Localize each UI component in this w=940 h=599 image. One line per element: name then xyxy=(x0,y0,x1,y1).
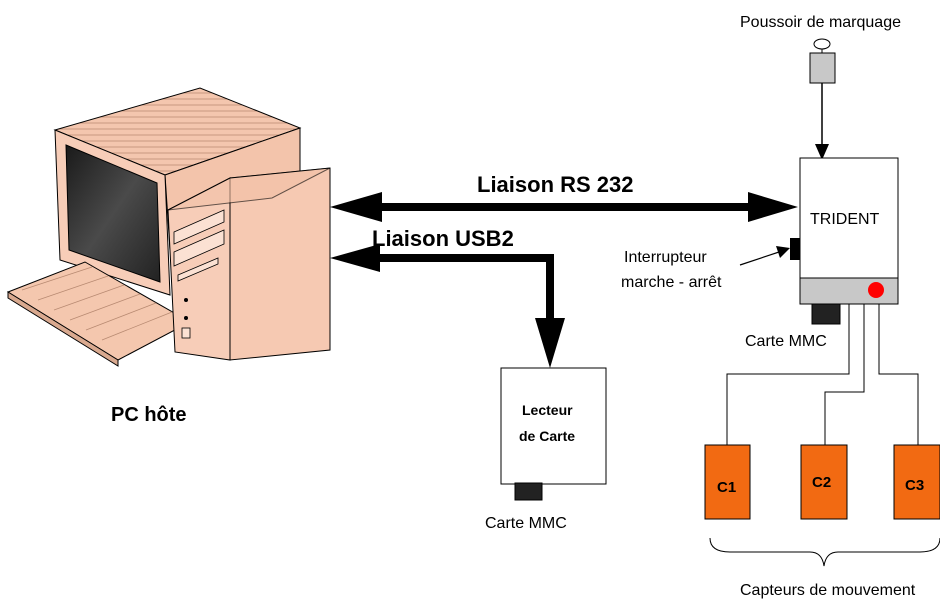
memory-card-icon xyxy=(514,482,543,501)
desktop-computer-icon xyxy=(6,87,331,367)
sensor-cables xyxy=(726,304,919,445)
usb2-link-label: Liaison USB2 xyxy=(372,226,514,251)
sensor-c3: C3 xyxy=(893,444,940,520)
usb2-link-arrow xyxy=(330,244,565,368)
switch-pointer-arrow xyxy=(739,246,790,266)
card-reader-box xyxy=(500,367,607,485)
sensor-label: C2 xyxy=(812,474,831,491)
sensors-brace xyxy=(709,537,940,567)
sensor-label: C1 xyxy=(717,479,736,496)
marking-button-label: Poussoir de marquage xyxy=(740,14,901,31)
rs232-link-arrow xyxy=(330,192,798,222)
motion-sensors-label: Capteurs de mouvement xyxy=(740,582,916,599)
indicator-led xyxy=(868,282,884,298)
pc-host-label: PC hôte xyxy=(111,404,187,426)
sensor-c1: C1 xyxy=(704,444,751,520)
reader-mmc-card-label: Carte MMC xyxy=(485,515,567,532)
push-button-icon xyxy=(809,38,836,84)
rs232-link-label: Liaison RS 232 xyxy=(477,172,634,197)
power-switch xyxy=(790,238,800,260)
button-to-trident-arrow xyxy=(815,83,829,160)
card-reader-label-line1: Lecteur xyxy=(522,402,573,418)
sensor-label: C3 xyxy=(905,477,924,494)
trident-label: TRIDENT xyxy=(810,211,880,228)
trident-box xyxy=(799,157,899,279)
sensor-c2: C2 xyxy=(800,444,848,520)
trident-mmc-card-label: Carte MMC xyxy=(745,333,827,350)
switch-label-line2: marche - arrêt xyxy=(621,274,722,291)
card-reader-label-line2: de Carte xyxy=(519,428,575,444)
switch-label-line1: Interrupteur xyxy=(624,249,707,266)
memory-card-icon xyxy=(811,303,841,325)
